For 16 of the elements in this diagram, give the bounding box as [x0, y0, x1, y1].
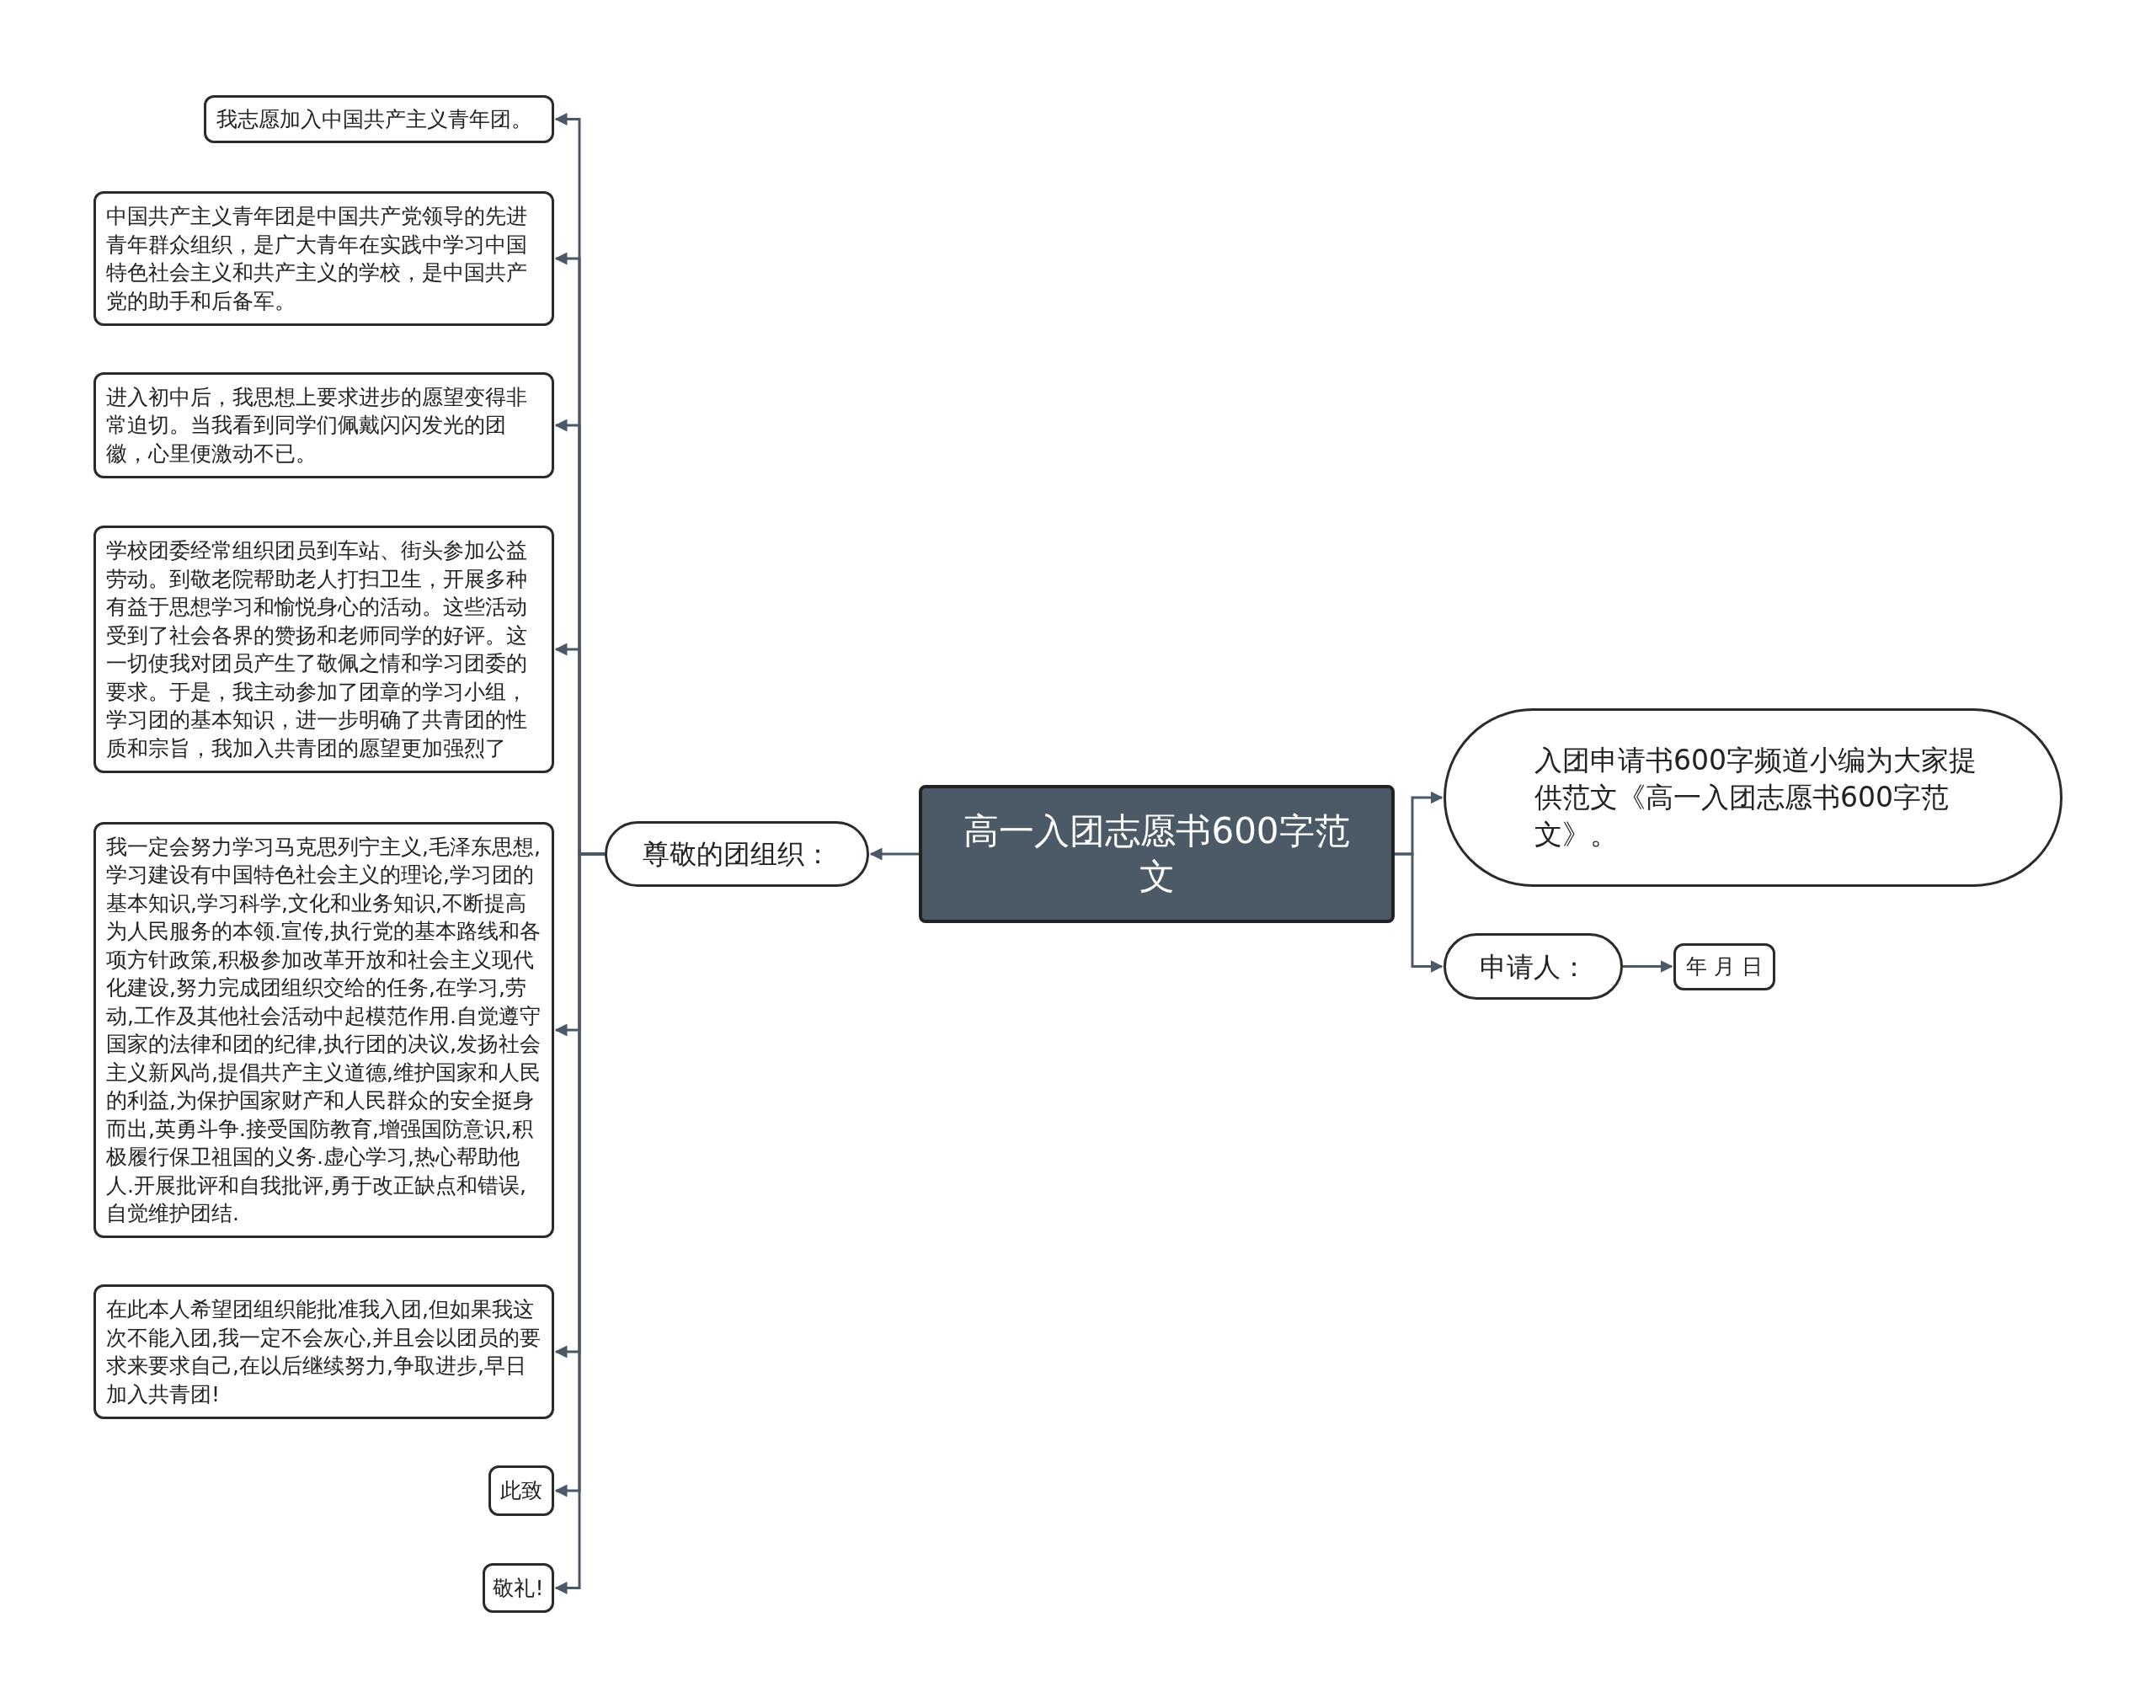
arrow: [869, 847, 919, 861]
text-box: 年 月 日: [1673, 943, 1775, 990]
text-box: 学校团委经常组织团员到车站、街头参加公益劳动。到敬老院帮助老人打扫卫生，开展多种有益于思想学习和愉悦身心的活动。这些活动受到了社会各界的赞扬和老师同学的好评。这一切使我对团员产生了敬佩之情和学习团委的要求。于是，我主动参加了团章的学习小组，学习团的基本知识，进一步明确了共青团的性质和宗旨，我加入共青团的愿望更加强烈了: [93, 526, 554, 773]
text-box: 我一定会努力学习马克思列宁主义,毛泽东思想,学习建设有中国特色社会主义的理论,学习团的基本知识,学习科学,文化和业务知识,不断提高为人民服务的本领.宣传,执行党的基本路线和各项方针政策,积极参加改革开放和社会主义现代化建设,努力完成团组织交给的任务,在学习,劳动,工作及其他社会活动中起模范作用.自觉遵守国家的法律和团的纪律,执行团的决议,发扬社会主义新风尚,提倡共产主义道德,维护国家和人民的利益,为保护国家财产和人民群众的安全挺身而出,英勇斗争.接受国防教育,增强国防意识,积极履行保卫祖国的义务.虚心学习,热心帮助他人.开展批评和自我批评,勇于改正缺点和错误,自觉维护团结.: [93, 822, 554, 1238]
text-box: 进入初中后，我思想上要求进步的愿望变得非常迫切。当我看到同学们佩戴闪闪发光的团徽，心里便激动不已。: [93, 372, 554, 478]
text-box: 在此本人希望团组织能批准我入团,但如果我这次不能入团,我一定不会灰心,并且会以团员的要求来要求自己,在以后继续努力,争取进步,早日加入共青团!: [93, 1284, 554, 1419]
arrow: [1623, 960, 1673, 973]
text-box: 此致: [488, 1465, 554, 1516]
branch-box: 申请人：: [1444, 933, 1623, 1000]
text-box: 敬礼!: [483, 1563, 554, 1613]
branch-box: 入团申请书600字频道小编为大家提供范文《高一入团志愿书600字范文》。: [1444, 708, 2063, 887]
text-box: 我志愿加入中国共产主义青年团。: [204, 95, 554, 143]
arrow: [1395, 852, 1444, 973]
branch-box: 尊敬的团组织：: [605, 821, 869, 887]
text-box: 中国共产主义青年团是中国共产党领导的先进青年群众组织，是广大青年在实践中学习中国特色社会主义和共产主义的学校，是中国共产党的助手和后备军。: [93, 191, 554, 326]
topic-box: 高一入团志愿书600字范文: [919, 785, 1395, 923]
